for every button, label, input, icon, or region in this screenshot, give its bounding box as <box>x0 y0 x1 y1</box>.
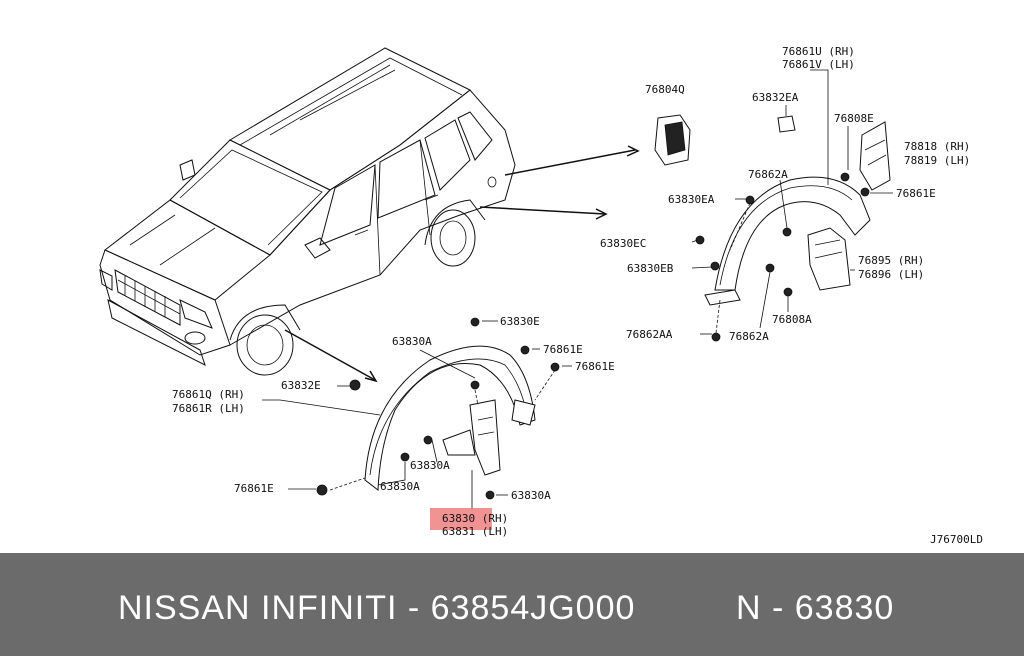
pointer-arrow-2 <box>479 206 606 215</box>
label-76804q: 76804Q <box>645 83 685 96</box>
label-63830eb: 63830EB <box>627 262 674 275</box>
front-assembly <box>262 317 572 510</box>
label-76862a-top: 76862A <box>748 168 788 181</box>
label-76861e-4: 76861E <box>234 482 274 495</box>
label-63830a-2: 63830A <box>410 459 450 472</box>
label-78818: 78818 (RH) <box>904 140 970 153</box>
pointer-arrow-1 <box>504 149 636 176</box>
parts-diagram: 76861U (RH) 76861V (LH) 76804Q 63832EA 7… <box>99 45 983 546</box>
label-63830ec: 63830EC <box>600 237 646 250</box>
rear-assembly <box>654 69 893 342</box>
label-78819: 78819 (LH) <box>904 154 970 167</box>
label-63830a-4: 63830A <box>511 489 551 502</box>
label-76862aa: 76862AA <box>626 328 673 341</box>
footer-part-number: NISSAN INFINITI - 63854JG000 <box>118 589 636 627</box>
label-76895: 76895 (RH) <box>858 254 924 267</box>
footer-oem-number: N - 63830 <box>736 589 895 627</box>
footer-bar: NISSAN INFINITI - 63854JG000 N - 63830 <box>0 553 1024 656</box>
label-76861e-3: 76861E <box>575 360 615 373</box>
label-76861q: 76861Q (RH) <box>172 388 245 401</box>
diagram-code: J76700LD <box>930 533 983 546</box>
label-76861u: 76861U (RH) <box>782 45 855 58</box>
label-76861v: 76861V (LH) <box>782 58 855 71</box>
label-76861e-2: 76861E <box>543 343 583 356</box>
label-63830ea: 63830EA <box>668 193 715 206</box>
label-76808e: 76808E <box>834 112 874 125</box>
label-63831-lh: 63831 (LH) <box>442 525 508 538</box>
label-63832ea: 63832EA <box>752 91 799 104</box>
label-63830e: 63830E <box>500 315 540 328</box>
label-76896: 76896 (LH) <box>858 268 924 281</box>
label-63830a-1: 63830A <box>392 335 432 348</box>
label-76861r: 76861R (LH) <box>172 402 245 415</box>
label-63830a-3: 63830A <box>380 480 420 493</box>
highlight-box <box>430 508 492 530</box>
label-63832e: 63832E <box>281 379 321 392</box>
label-76861e-r1: 76861E <box>896 187 936 200</box>
label-63830-rh: 63830 (RH) <box>442 512 508 525</box>
pointer-arrow-3 <box>284 329 376 381</box>
vehicle-illustration <box>99 47 516 376</box>
label-76862a-bot: 76862A <box>729 330 769 343</box>
label-76808a: 76808A <box>772 313 812 326</box>
